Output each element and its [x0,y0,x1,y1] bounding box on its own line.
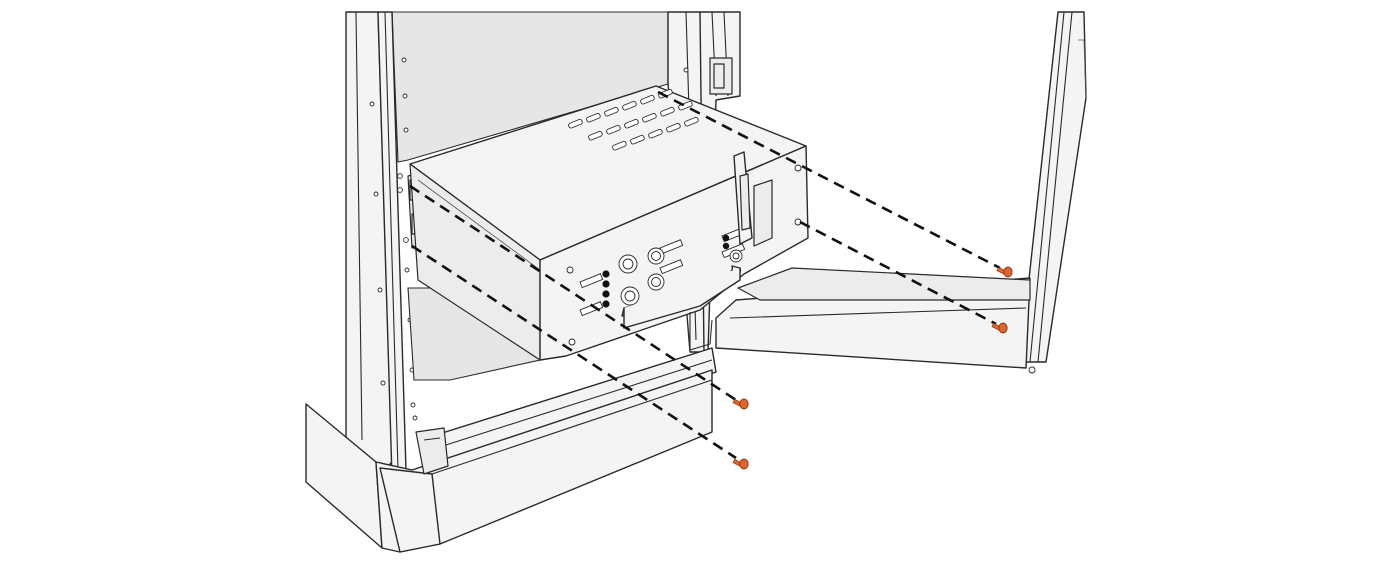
mounting-screws [732,266,1013,470]
guide-line-lower-left [411,244,737,460]
upright-mounting-holes [369,57,418,421]
front-connector-1 [618,254,638,274]
front-ear-hole [568,338,576,346]
rack-rear-panel [391,11,669,163]
vent-slot [568,118,583,129]
vent-slot [606,124,621,135]
vent-slot [660,106,675,117]
front-ear-hole [794,164,802,172]
guide-line-upper-right [657,90,1001,270]
vent-slot [684,116,699,127]
vent-slot [666,122,681,133]
alignment-guide-lines [409,90,1001,460]
vent-slot [624,118,639,129]
rack-base-corner [379,467,441,553]
rail-foot-bracket [415,427,449,475]
vent-slot [588,130,603,141]
vent-slot [622,100,637,111]
vent-slot [586,112,601,123]
vent-slot [642,112,657,123]
screw-upper-left [732,398,749,410]
status-led-column [602,270,610,308]
unit-vent-slots [568,88,699,151]
front-connector-3 [620,286,640,306]
screw-upper-right [996,266,1013,278]
screw-lower-left [732,458,749,470]
unit-front-handle [621,265,741,351]
rack-mount-unit [409,85,809,361]
rack-base-front [375,369,713,553]
screw-lower-right [991,322,1008,334]
vent-slot [648,128,663,139]
vent-slot [630,134,645,145]
door-hinge [709,57,733,95]
guide-line-upper-left [409,184,737,402]
unit-right-bay [753,179,773,247]
door-top-edge [737,267,1031,301]
guide-line-lower-right [799,220,997,326]
vent-slot [678,100,693,111]
unit-latch-lever [722,151,753,263]
door-frame-right [1019,11,1087,363]
front-connector-2 [647,247,665,265]
front-ear-hole [566,266,574,274]
vent-slot [640,94,655,105]
vent-slot [612,140,627,151]
vent-slot [604,106,619,117]
front-connector-4 [647,273,665,291]
